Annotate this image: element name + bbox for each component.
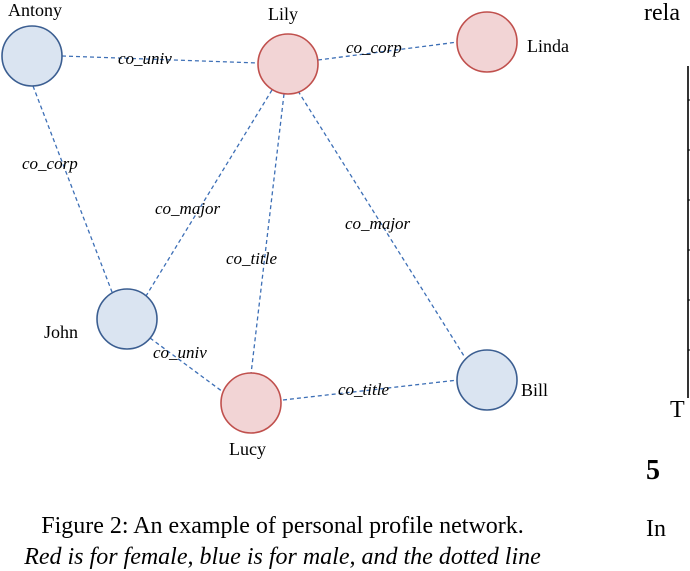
edge-lily-john	[145, 89, 273, 297]
node-john	[96, 288, 158, 350]
figure-caption-description: Red is for female, blue is for male, and…	[24, 544, 541, 570]
edge-lily-bill	[297, 90, 465, 357]
edge-label-layer: co_univ co_corp co_corp co_major co_titl…	[22, 38, 411, 399]
node-layer	[1, 11, 518, 434]
adjacent-column-section-number: 5	[646, 455, 660, 486]
node-label-antony: Antony	[8, 0, 62, 20]
edge-layer	[32, 41, 465, 401]
node-label-lily: Lily	[268, 4, 298, 24]
edge-label-antony-john: co_corp	[22, 154, 78, 173]
edge-lily-lucy	[250, 93, 285, 375]
node-label-john: John	[44, 322, 78, 342]
edge-label-lily-linda: co_corp	[346, 38, 402, 57]
edge-label-lily-bill: co_major	[345, 214, 411, 233]
node-label-lucy: Lucy	[229, 439, 266, 459]
figure-caption: Figure 2: An example of personal profile…	[41, 513, 524, 539]
node-antony	[1, 25, 63, 87]
adjacent-column-text-top: rela	[644, 0, 680, 26]
edge-label-lucy-bill: co_title	[338, 380, 389, 399]
node-lucy	[220, 372, 282, 434]
node-label-linda: Linda	[527, 36, 569, 56]
edge-label-antony-lily: co_univ	[118, 49, 172, 68]
node-linda	[456, 11, 518, 73]
edge-john-lucy	[149, 337, 224, 393]
edge-antony-john	[32, 85, 113, 293]
node-lily	[257, 33, 319, 95]
edge-label-lily-john: co_major	[155, 199, 221, 218]
node-label-layer: Antony Lily Linda John Lucy Bill	[8, 0, 569, 459]
edge-lucy-bill	[282, 379, 459, 401]
node-bill	[456, 349, 518, 411]
node-label-bill: Bill	[521, 380, 548, 400]
edge-lily-linda	[317, 41, 459, 61]
adjacent-column-paragraph-start: In	[646, 516, 666, 542]
edge-label-lily-lucy: co_title	[226, 249, 277, 268]
edge-label-john-lucy: co_univ	[153, 343, 207, 362]
edge-antony-lily	[61, 55, 259, 64]
adjacent-column-axis-label: T	[670, 397, 685, 423]
